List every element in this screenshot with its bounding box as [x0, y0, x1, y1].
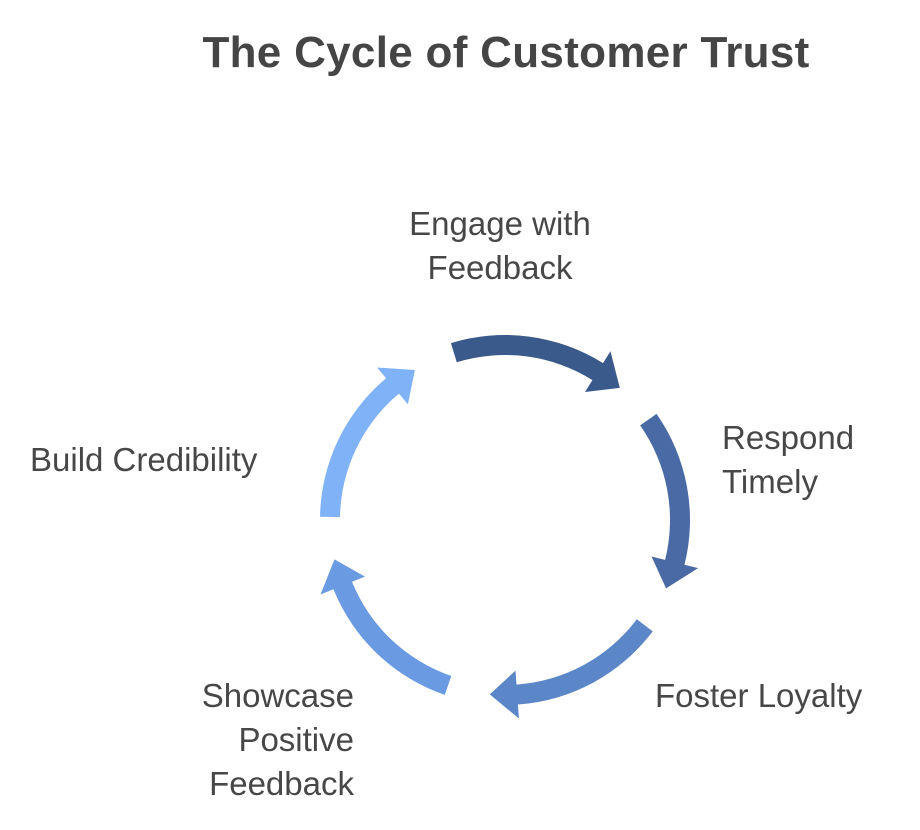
diagram-title: The Cycle of Customer Trust: [202, 28, 810, 77]
cycle-arrow-respond: [640, 413, 699, 589]
cycle-arrow-foster: [489, 619, 653, 719]
label-engage-with-feedback: Engage with Feedback: [409, 205, 591, 286]
label-build-credibility: Build Credibility: [30, 441, 258, 478]
cycle-arrow-showcase: [320, 559, 452, 695]
label-showcase-positive-feedback: Showcase Positive Feedback: [201, 677, 354, 802]
label-foster-loyalty: Foster Loyalty: [655, 677, 863, 714]
cycle-arrow-engage: [450, 335, 620, 392]
cycle-arrow-build: [320, 367, 415, 518]
label-respond-timely: Respond Timely: [722, 419, 855, 500]
